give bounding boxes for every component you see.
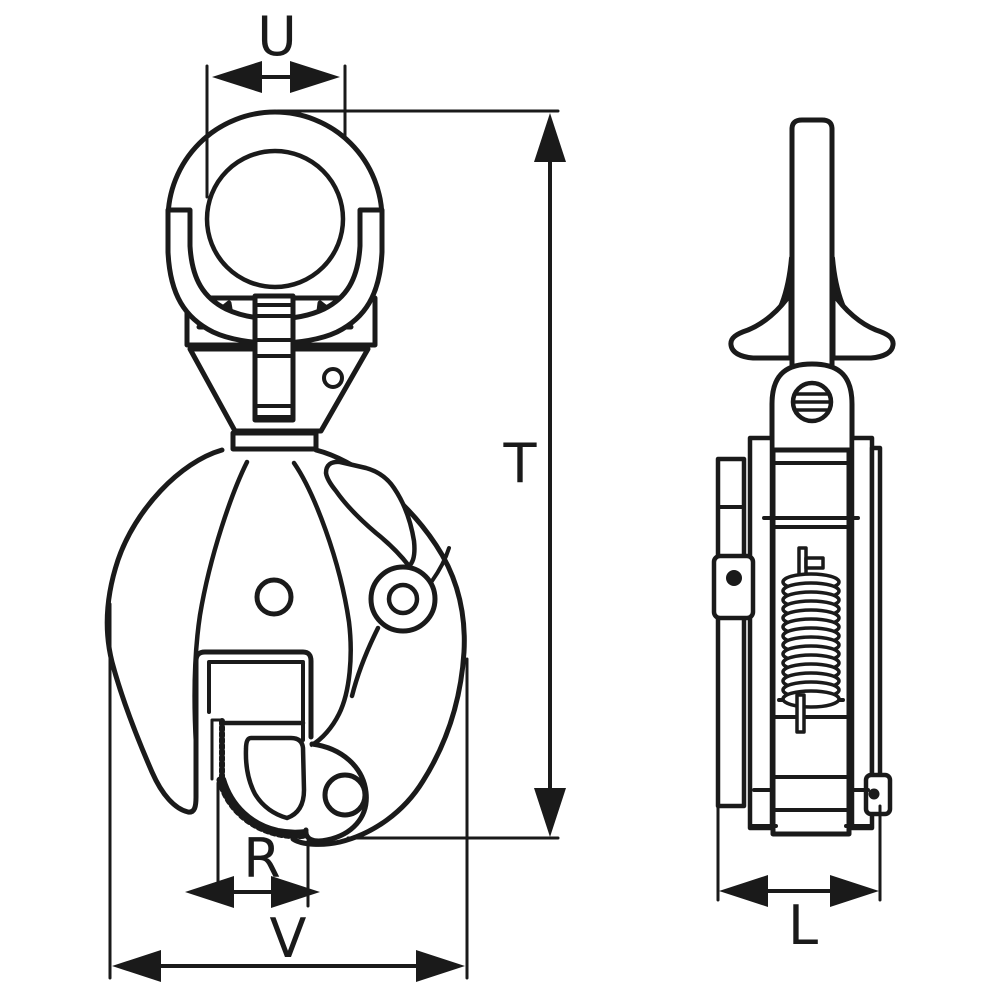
cam-inner-face (243, 735, 307, 821)
side-plates-right (849, 435, 893, 831)
body-pivot-hole (254, 577, 294, 617)
dim-label-l: L (788, 894, 818, 957)
swivel-housing-outline (187, 346, 371, 434)
shank-cross-lines (253, 303, 295, 419)
dim-r-arrow-left (185, 876, 234, 908)
dim-u-arrow-left (212, 61, 262, 93)
body-outline-left (104, 447, 314, 815)
spring-bottom-rod (795, 693, 806, 734)
swivel-housing-hole (322, 367, 344, 389)
side-plate-inner-right (849, 435, 875, 831)
spring-coils (781, 572, 841, 709)
dim-label-t: T (503, 432, 538, 495)
body-inner-line-right (291, 460, 353, 748)
body-inner-line-left (192, 459, 250, 748)
dim-l-arrow-left (719, 875, 768, 907)
lever-slot-cutout (323, 459, 417, 569)
dimension-l: L (719, 875, 879, 957)
side-stop-dot (868, 788, 880, 800)
dim-v-arrow-right (416, 950, 465, 982)
jaw-area (207, 660, 369, 844)
jaw-channel-inner (207, 660, 305, 742)
dim-label-r: R (243, 827, 281, 890)
ring-inner-circle (204, 148, 346, 290)
dim-u-arrow-right (290, 61, 340, 93)
side-view (711, 117, 896, 837)
dim-t-arrow-bottom (534, 788, 566, 837)
lever-boss-outer (368, 564, 438, 634)
side-pin-slots (791, 392, 833, 412)
dim-label-u: U (257, 5, 297, 68)
dim-label-v: V (270, 907, 307, 970)
dim-t-arrow-top (534, 113, 566, 162)
dimension-u: U (212, 5, 340, 93)
front-view (104, 109, 467, 847)
dimension-t: T (503, 113, 566, 837)
swivel-housing (187, 346, 371, 434)
shank (252, 293, 296, 423)
boss-body-connector (430, 546, 451, 583)
lever-arm-lower-edge (349, 625, 381, 699)
clamp-body (104, 447, 467, 847)
neck-collar (230, 430, 319, 452)
side-spring (781, 546, 841, 734)
dimensions: U T R V L (108, 5, 882, 982)
spring-top-flange (804, 556, 825, 570)
cam-serration-teeth (216, 776, 311, 840)
dimension-r: R (185, 827, 320, 908)
dim-l-arrow-right (830, 875, 879, 907)
side-plate-inner-left (747, 435, 775, 831)
dim-r-arrow-right (271, 876, 320, 908)
dim-v-arrow-left (112, 950, 161, 982)
cam-serrated-arc (222, 777, 308, 834)
extension-lines (108, 64, 882, 980)
side-wing-left (728, 290, 794, 361)
body-outline-right (290, 447, 467, 847)
side-ring-bar (789, 117, 835, 371)
side-latch-pin-dot (726, 570, 742, 586)
dimension-v: V (112, 907, 465, 982)
side-plate-outer-left (715, 456, 747, 809)
side-plate-outer-right (869, 445, 883, 809)
side-latch-box (711, 553, 756, 621)
cam-pivot-hole (322, 772, 368, 818)
side-wing-right (830, 290, 896, 361)
ring-cradle (165, 207, 385, 346)
lever-boss-hole (386, 582, 420, 616)
side-plates-left (711, 435, 775, 831)
